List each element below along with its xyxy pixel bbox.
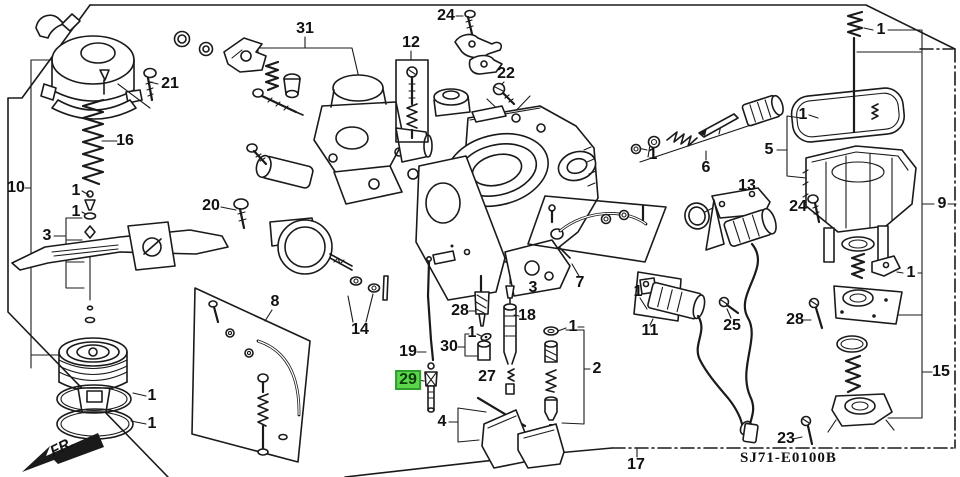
piston-o-ring-1 xyxy=(56,384,132,414)
spring-16 xyxy=(81,98,105,186)
slow-jet-29 xyxy=(424,362,438,413)
part-label-17[interactable]: 17 xyxy=(627,456,645,473)
part-label-1[interactable]: 1 xyxy=(568,318,578,335)
part-label-4[interactable]: 4 xyxy=(437,413,447,430)
part-label-21[interactable]: 21 xyxy=(161,75,179,92)
part-label-16[interactable]: 16 xyxy=(116,132,134,149)
main-carburetor-body xyxy=(415,88,599,301)
part-12-box xyxy=(395,59,429,143)
part-label-1[interactable]: 1 xyxy=(71,182,81,199)
part-label-9[interactable]: 9 xyxy=(937,195,947,212)
fr-arrow-icon xyxy=(22,433,104,472)
part-label-10[interactable]: 10 xyxy=(7,179,25,196)
part-label-15[interactable]: 15 xyxy=(932,363,950,380)
part-label-19[interactable]: 19 xyxy=(399,343,417,360)
under-bowl-stack xyxy=(800,236,903,446)
part-label-28[interactable]: 28 xyxy=(786,311,804,328)
part-7-box xyxy=(527,195,667,263)
part-label-18[interactable]: 18 xyxy=(518,307,536,324)
part-label-29-highlighted[interactable]: 29 xyxy=(395,370,421,390)
part-label-27[interactable]: 27 xyxy=(478,368,496,385)
part-label-28[interactable]: 28 xyxy=(451,302,469,319)
part-label-2[interactable]: 2 xyxy=(592,360,602,377)
part-label-7[interactable]: 7 xyxy=(575,274,585,291)
jet-needle-19 xyxy=(426,260,435,362)
part-label-30[interactable]: 30 xyxy=(440,338,458,355)
part-label-23[interactable]: 23 xyxy=(777,430,795,447)
part-label-6[interactable]: 6 xyxy=(701,159,711,176)
part-label-1[interactable]: 1 xyxy=(147,387,157,404)
float-4 xyxy=(476,396,565,469)
part-label-5[interactable]: 5 xyxy=(764,141,774,158)
part-label-3[interactable]: 3 xyxy=(42,227,52,244)
screw-21-and-clamp xyxy=(143,30,267,102)
part-label-1[interactable]: 1 xyxy=(633,283,643,300)
part-8-box xyxy=(191,287,311,463)
part-label-14[interactable]: 14 xyxy=(351,321,369,338)
spring-15 xyxy=(844,354,862,394)
float-bowl-5-group xyxy=(790,10,917,265)
spring xyxy=(264,60,280,92)
part-label-1[interactable]: 1 xyxy=(798,106,808,123)
part-label-1[interactable]: 1 xyxy=(648,146,658,163)
part-label-20[interactable]: 20 xyxy=(202,197,220,214)
needle-jet-set-6 xyxy=(630,94,784,155)
part-label-3[interactable]: 3 xyxy=(528,279,538,296)
spring xyxy=(846,10,864,38)
part-label-1[interactable]: 1 xyxy=(906,264,916,281)
part-label-1[interactable]: 1 xyxy=(467,324,477,341)
choke-cam-parts xyxy=(454,9,516,106)
solenoid-valve-13 xyxy=(684,187,777,444)
part-label-12[interactable]: 12 xyxy=(402,34,420,51)
part-label-13[interactable]: 13 xyxy=(738,177,756,194)
part-label-11[interactable]: 11 xyxy=(641,322,659,339)
bowl-gasket xyxy=(790,87,906,143)
air-cut-valve-assembly xyxy=(246,74,433,205)
part-31-group xyxy=(252,60,304,116)
part-label-1[interactable]: 1 xyxy=(876,21,886,38)
part-label-22[interactable]: 22 xyxy=(497,65,515,82)
vacuum-piston-assembly xyxy=(35,13,151,440)
part-label-24[interactable]: 24 xyxy=(437,7,455,24)
part-label-8[interactable]: 8 xyxy=(270,293,280,310)
diagram-code: SJ71-E0100B xyxy=(740,450,837,466)
part-label-24[interactable]: 24 xyxy=(789,198,807,215)
part-label-1[interactable]: 1 xyxy=(71,203,81,220)
throttle-arm-assembly xyxy=(11,198,389,301)
jet-and-needle-set xyxy=(424,255,559,432)
part-label-1[interactable]: 1 xyxy=(147,415,157,432)
part-label-31[interactable]: 31 xyxy=(296,20,314,37)
part-label-25[interactable]: 25 xyxy=(723,317,741,334)
